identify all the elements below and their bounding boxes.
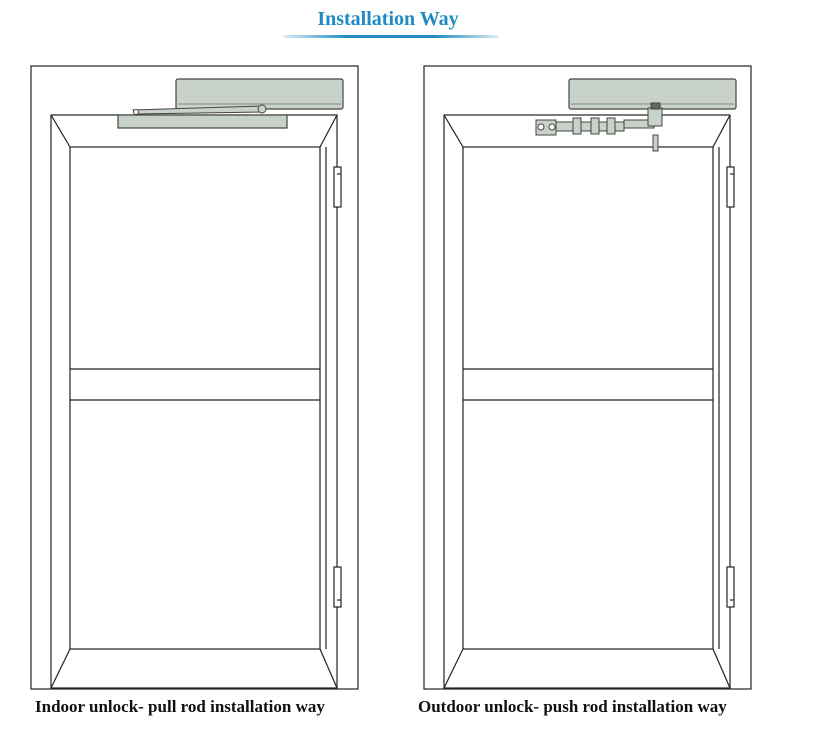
door-frame-outer: [50, 114, 338, 689]
pull-rod-track: [117, 114, 288, 129]
outer-wall-frame: [423, 65, 752, 690]
push-rod-linkage: [535, 102, 663, 152]
hinge-top: [333, 166, 342, 208]
door-frame-outer: [443, 114, 731, 689]
hinge-bottom: [333, 566, 342, 608]
title-underline: [283, 35, 499, 38]
door-panel: [69, 146, 321, 650]
hinge-top: [726, 166, 735, 208]
caption-pull-rod: Indoor unlock- pull rod installation way: [35, 697, 325, 716]
door-diagram-pull-rod: [30, 65, 359, 690]
hinge-bottom: [726, 566, 735, 608]
caption-push-rod: Outdoor unlock- push rod installation wa…: [418, 697, 727, 716]
door-diagram-push-rod: [423, 65, 752, 690]
door-panel: [462, 146, 714, 650]
page-title: Installation Way: [317, 8, 459, 30]
outer-wall-frame: [30, 65, 359, 690]
